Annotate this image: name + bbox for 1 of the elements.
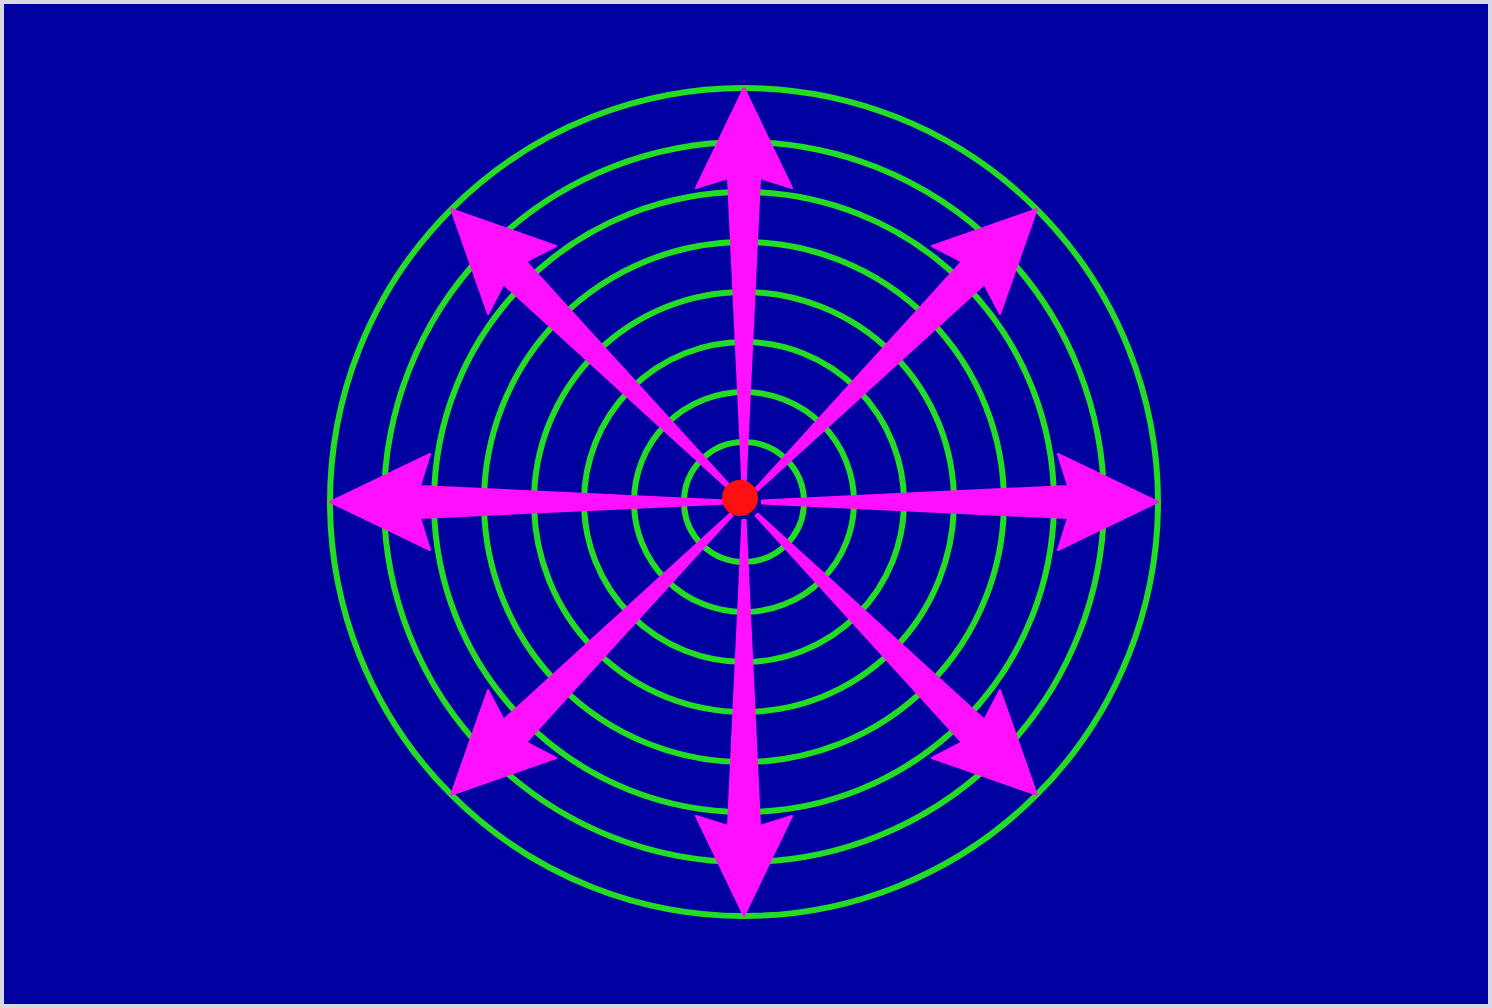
center-dot	[722, 480, 758, 516]
